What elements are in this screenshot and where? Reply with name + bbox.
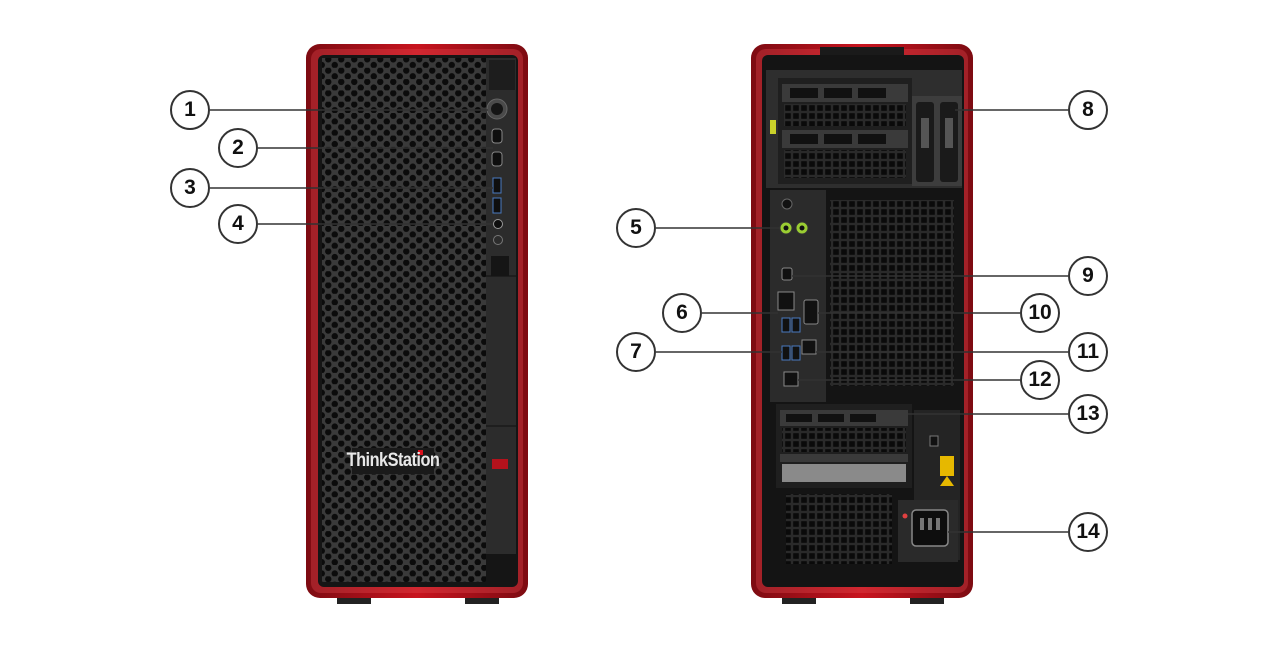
ethernet-port-2: [783, 371, 799, 387]
callout-9: 9: [1068, 256, 1108, 296]
callout-3: 3: [170, 168, 210, 208]
rear-vent-upper: [830, 200, 954, 386]
front-usb-c-2: [491, 151, 503, 167]
rear-vent-lower: [786, 494, 892, 564]
front-audio-jack: [493, 219, 503, 229]
callout-7: 7: [616, 332, 656, 372]
callout-10: 10: [1020, 293, 1060, 333]
callout-8: 8: [1068, 90, 1108, 130]
callout-4: 4: [218, 204, 258, 244]
front-hex-grille: [322, 58, 486, 582]
security-slot: [929, 435, 939, 447]
callout-2: 2: [218, 128, 258, 168]
front-usb-c-1: [491, 128, 503, 144]
bottom-pcie-slots: [776, 404, 912, 488]
callout-6: 6: [662, 293, 702, 333]
front-card-slot: [491, 256, 509, 276]
rear-usb-a: [781, 345, 791, 361]
front-tower: [306, 44, 528, 604]
ethernet-port-1: [801, 339, 817, 355]
rear-tower: [751, 44, 973, 604]
callout-12: 12: [1020, 360, 1060, 400]
top-gpu-slots: [770, 78, 912, 184]
thinkstation-logo: ThinkStation: [346, 450, 440, 471]
serial-port: [803, 299, 819, 325]
front-usb-a-2: [492, 197, 502, 214]
callout-11: 11: [1068, 332, 1108, 372]
callout-14: 14: [1068, 512, 1108, 552]
leader-lines: [210, 109, 1068, 533]
callout-13: 13: [1068, 394, 1108, 434]
aux-power-connectors: [912, 96, 962, 186]
rear-usb-c: [781, 267, 793, 281]
callout-1: 1: [170, 90, 210, 130]
front-usb-a-1: [492, 177, 502, 194]
front-red-mark: [492, 459, 508, 469]
warning-label: [940, 456, 954, 476]
displayport: [777, 291, 795, 311]
callout-5: 5: [616, 208, 656, 248]
